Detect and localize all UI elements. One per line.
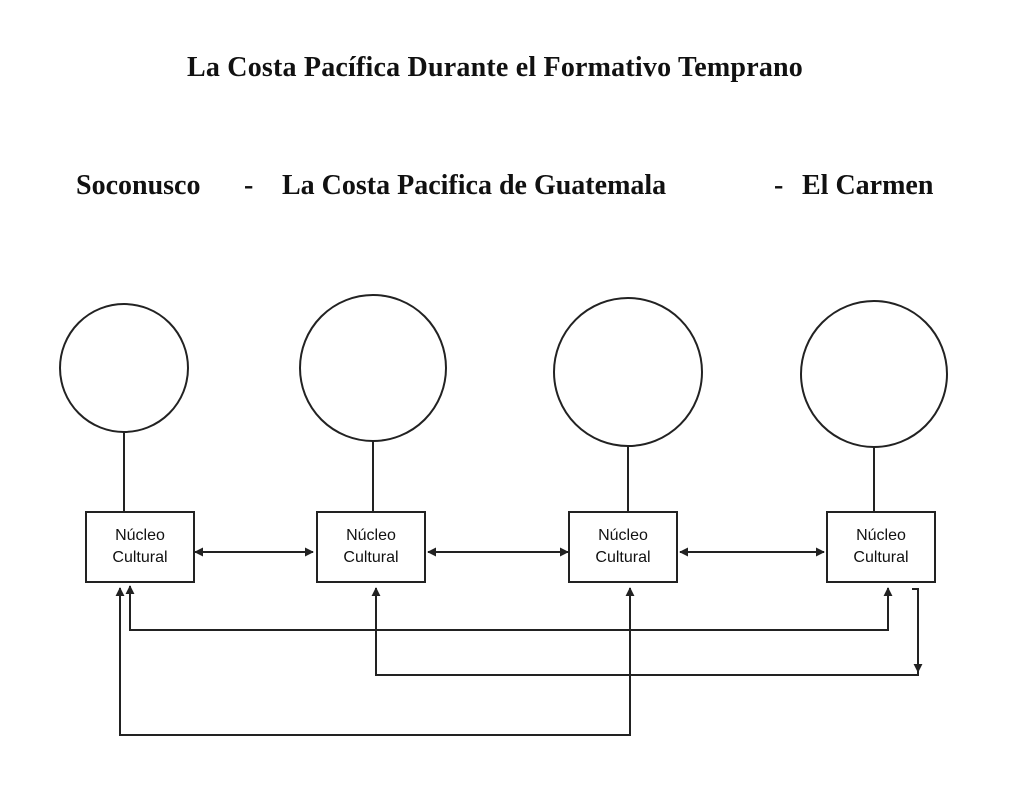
node-2-line1: Núcleo [346, 527, 396, 544]
node-box-3: Núcleo Cultural [568, 511, 678, 583]
node-3-line1: Núcleo [598, 527, 648, 544]
node-4-line1: Núcleo [856, 527, 906, 544]
node-box-1: Núcleo Cultural [85, 511, 195, 583]
node-4-line2: Cultural [853, 549, 909, 566]
node-box-2: Núcleo Cultural [316, 511, 426, 583]
link-1-to-4 [125, 585, 893, 631]
node-3-line2: Cultural [595, 549, 651, 566]
subtitle-region-3: El Carmen [802, 170, 934, 201]
node-box-4: Núcleo Cultural [826, 511, 936, 583]
subtitle-region-1: Soconusco [76, 170, 201, 201]
node-1-line1: Núcleo [115, 527, 165, 544]
node-1-line2: Cultural [112, 549, 168, 566]
subtitle-separator-1: - [244, 170, 254, 201]
subtitle-separator-2: - [774, 170, 784, 201]
link-2-to-4 [371, 587, 919, 676]
circle-1 [59, 303, 189, 433]
subtitle-region-2: La Costa Pacifica de Guatemala [282, 170, 667, 201]
circle-3 [553, 297, 703, 447]
node-2-line2: Cultural [343, 549, 399, 566]
link-1-to-3 [115, 587, 635, 736]
circle-2 [299, 294, 447, 442]
diagram-title: La Costa Pacífica Durante el Formativo T… [187, 52, 803, 83]
circle-4 [800, 300, 948, 448]
